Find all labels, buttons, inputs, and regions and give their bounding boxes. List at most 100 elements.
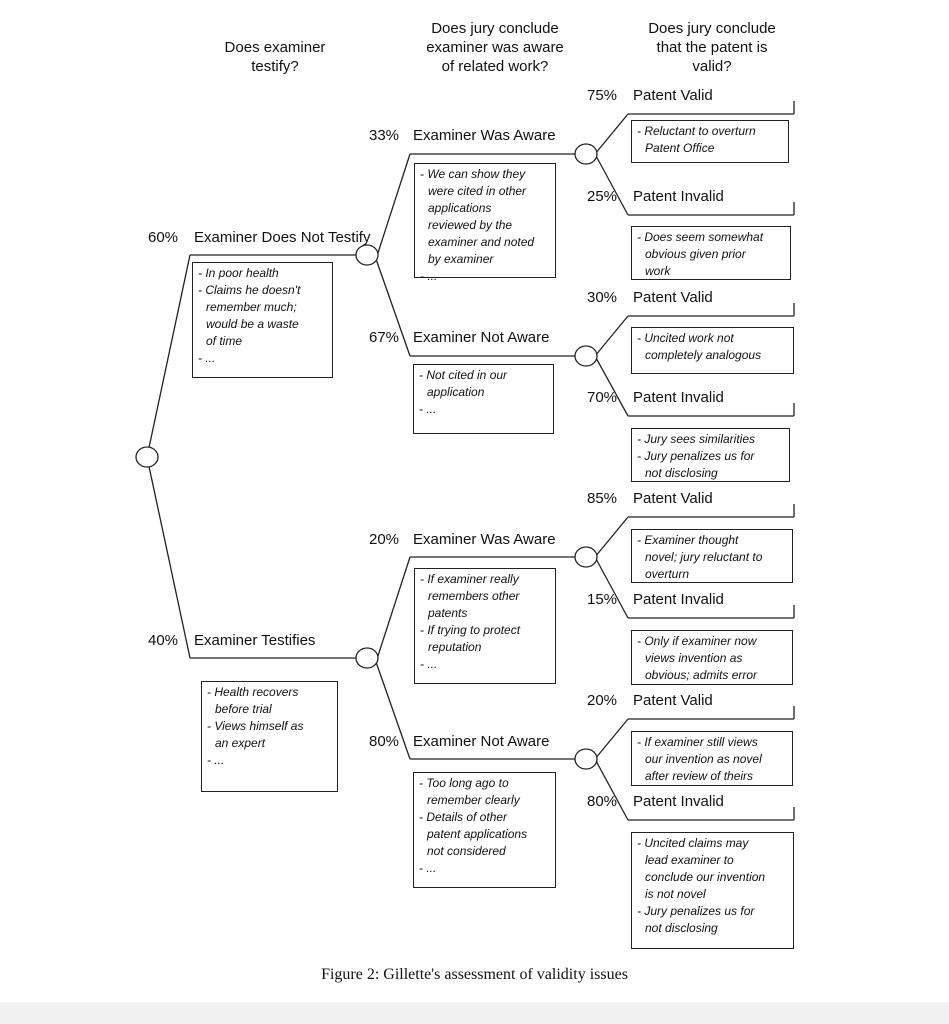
note-line: remembers other — [428, 589, 520, 603]
note-line: not disclosing — [645, 466, 718, 480]
note-line: - Jury penalizes us for — [637, 904, 755, 918]
note-line: - Health recovers — [207, 685, 299, 699]
note-line: - Only if examiner now — [637, 634, 757, 648]
note-box-l3: - Only if examiner now views invention as… — [631, 630, 793, 685]
branch-edge-l3 — [594, 516, 629, 558]
probability-l2: 33% — [369, 127, 400, 144]
branch-edge-l3 — [594, 758, 629, 821]
note-line: not considered — [427, 844, 506, 858]
note-line: overturn — [645, 567, 690, 581]
note-line: - Jury sees similarities — [637, 432, 756, 446]
probability-l2: 20% — [369, 531, 400, 548]
probability-l3: 25% — [587, 188, 618, 205]
probability-l2: 80% — [369, 733, 400, 750]
note-box-l3: - Jury sees similarities - Jury penalizes… — [631, 428, 790, 482]
note-line: novel; jury reluctant to — [645, 550, 763, 564]
page-bottom-bar — [0, 1002, 949, 1024]
note-line: - Reluctant to overturn — [637, 124, 756, 138]
probability-l3: 30% — [587, 289, 618, 306]
note-line: - ... — [207, 753, 225, 767]
note-line: examiner and noted — [428, 235, 535, 249]
outcome-label: Patent Invalid — [633, 591, 724, 608]
note-line: after review of theirs — [645, 769, 754, 783]
outcome-label: Patent Invalid — [633, 389, 724, 406]
note-line: remember clearly — [427, 793, 520, 807]
branch-edge-l3 — [594, 153, 629, 216]
probability-l3: 85% — [587, 490, 618, 507]
note-box-l3: - Uncited work not completely analogous — [631, 327, 794, 374]
branch-label-l1: Examiner Testifies — [194, 632, 316, 649]
probability-l3: 20% — [587, 692, 618, 709]
note-line: obvious; admits error — [645, 668, 758, 682]
note-box-l3: - If examiner still views our invention a… — [631, 731, 793, 786]
note-line: - ... — [420, 657, 438, 671]
chance-node-l2 — [574, 546, 598, 568]
figure-caption: Figure 2: Gillette's assessment of valid… — [321, 966, 628, 983]
probability-l1: 60% — [148, 229, 179, 246]
note-line: Patent Office — [645, 141, 715, 155]
root-chance-node — [135, 446, 159, 468]
note-line: not disclosing — [645, 921, 718, 935]
probability-l3: 15% — [587, 591, 618, 608]
note-line: - Uncited work not — [637, 331, 734, 345]
note-line: - Too long ago to — [419, 776, 509, 790]
note-line: patents — [428, 606, 468, 620]
note-line: - If trying to protect — [420, 623, 521, 637]
header-aware: Does jury conclude examiner was aware of… — [426, 20, 564, 75]
note-line: by examiner — [428, 252, 494, 266]
note-box-l3: - Examiner thought novel; jury reluctant … — [631, 529, 793, 583]
outcome-label: Patent Valid — [633, 490, 713, 507]
branch-edge-l3 — [594, 113, 629, 155]
branch-edge-l3 — [594, 315, 629, 357]
note-line: before trial — [215, 702, 272, 716]
header-valid: Does jury conclude that the patent is va… — [648, 20, 776, 75]
branch-label-l2: Examiner Not Aware — [413, 329, 550, 346]
note-line: - ... — [419, 402, 437, 416]
branch-edge-l1 — [146, 254, 191, 458]
note-line: - Jury penalizes us for — [637, 449, 755, 463]
note-line: completely analogous — [645, 348, 762, 362]
note-line: application — [427, 385, 485, 399]
note-line: - Examiner thought — [637, 533, 739, 547]
outcome-label: Patent Valid — [633, 87, 713, 104]
note-line: work — [645, 264, 671, 278]
outcome-label: Patent Valid — [633, 692, 713, 709]
note-line: is not novel — [645, 887, 706, 901]
note-line: of time — [206, 334, 243, 348]
probability-l3: 80% — [587, 793, 618, 810]
probability-l2: 67% — [369, 329, 400, 346]
note-line: an expert — [215, 736, 266, 750]
note-line: our invention as novel — [645, 752, 762, 766]
branch-edge-l2 — [375, 556, 411, 663]
branch-edge-l2 — [375, 661, 411, 760]
header-testify: Does examiner testify? — [224, 39, 326, 75]
note-line: - In poor health — [198, 266, 279, 280]
note-line: - If examiner still views — [637, 735, 758, 749]
note-line: conclude our invention — [645, 870, 766, 884]
outcome-label: Patent Valid — [633, 289, 713, 306]
branch-edge-l2 — [375, 153, 411, 260]
outcome-label: Patent Invalid — [633, 793, 724, 810]
note-box-l2: - If examiner really remembers other paten… — [414, 568, 556, 684]
branch-label-l1: Examiner Does Not Testify — [194, 229, 371, 246]
note-line: - If examiner really — [420, 572, 519, 586]
chance-node-l2 — [574, 748, 598, 770]
probability-l1: 40% — [148, 632, 179, 649]
note-line: - ... — [419, 861, 437, 875]
probability-l3: 75% — [587, 87, 618, 104]
note-line: - ... — [198, 351, 216, 365]
branch-label-l2: Examiner Not Aware — [413, 733, 550, 750]
note-line: views invention as — [645, 651, 743, 665]
branch-edge-l3 — [594, 556, 629, 619]
chance-node-l2 — [574, 345, 598, 367]
note-line: patent applications — [427, 827, 528, 841]
chance-node-l1 — [355, 244, 379, 266]
